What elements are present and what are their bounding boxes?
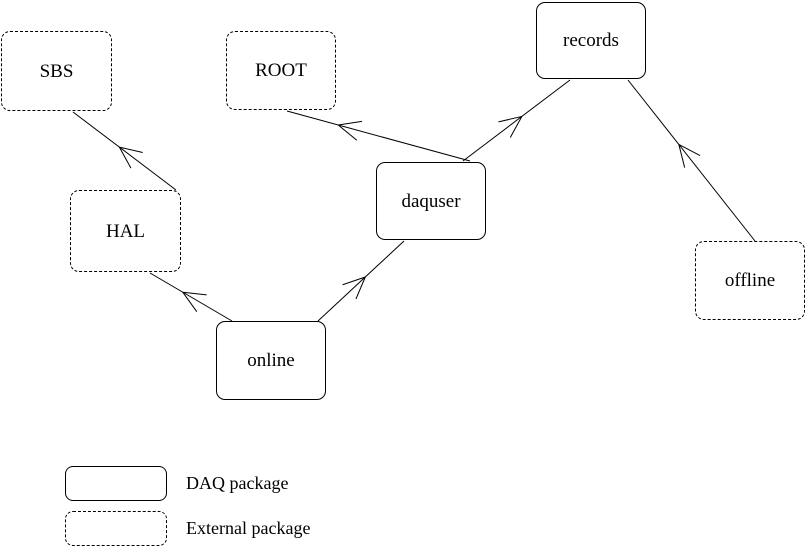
node-label-hal: HAL bbox=[105, 220, 146, 242]
edge-line bbox=[627, 79, 756, 242]
edge-online-to-hal bbox=[149, 272, 233, 322]
arrowhead-barb-1 bbox=[118, 146, 132, 169]
arrowhead-barb-1 bbox=[182, 291, 198, 313]
edge-daquser-to-root bbox=[286, 110, 471, 162]
legend-swatch-external-package bbox=[65, 511, 167, 546]
edge-daquser-to-records bbox=[462, 79, 571, 162]
arrowhead-barb-2 bbox=[182, 291, 207, 296]
arrowhead-barb-1 bbox=[498, 115, 522, 123]
edge-line bbox=[72, 111, 177, 191]
node-label-daquser: daquser bbox=[401, 190, 461, 212]
edge-line bbox=[149, 272, 233, 322]
node-label-sbs: SBS bbox=[39, 60, 74, 82]
node-daquser[interactable]: daquser bbox=[376, 162, 486, 240]
node-records[interactable]: records bbox=[536, 2, 646, 79]
arrowhead-barb-1 bbox=[678, 144, 686, 168]
arrowhead-barb-2 bbox=[338, 120, 363, 126]
edge-line bbox=[286, 110, 471, 162]
edge-line bbox=[317, 240, 405, 322]
arrowhead-barb-1 bbox=[342, 276, 366, 286]
edge-hal-to-sbs bbox=[72, 111, 177, 191]
legend-label-daq-package: DAQ package bbox=[186, 473, 289, 493]
node-root[interactable]: ROOT bbox=[226, 31, 336, 110]
arrowhead-barb-2 bbox=[355, 276, 366, 300]
node-sbs[interactable]: SBS bbox=[1, 31, 112, 111]
arrowhead-barb-2 bbox=[119, 146, 143, 154]
node-online[interactable]: online bbox=[216, 321, 326, 400]
arrowhead-barb-1 bbox=[337, 124, 358, 141]
node-label-online: online bbox=[247, 350, 295, 371]
arrowhead-barb-2 bbox=[678, 143, 701, 156]
node-label-root: ROOT bbox=[255, 60, 307, 81]
edge-online-to-daquser bbox=[317, 240, 405, 322]
arrowhead-barb-2 bbox=[509, 116, 523, 138]
legend-swatch-daq-package bbox=[65, 466, 167, 501]
legend-label-external-package: External package bbox=[186, 518, 311, 538]
edge-line bbox=[462, 79, 571, 162]
node-label-offline: offline bbox=[724, 270, 776, 291]
node-label-records: records bbox=[563, 30, 619, 51]
node-offline[interactable]: offline bbox=[695, 241, 805, 320]
node-hal[interactable]: HAL bbox=[70, 190, 181, 272]
edge-offline-to-records bbox=[627, 79, 756, 242]
